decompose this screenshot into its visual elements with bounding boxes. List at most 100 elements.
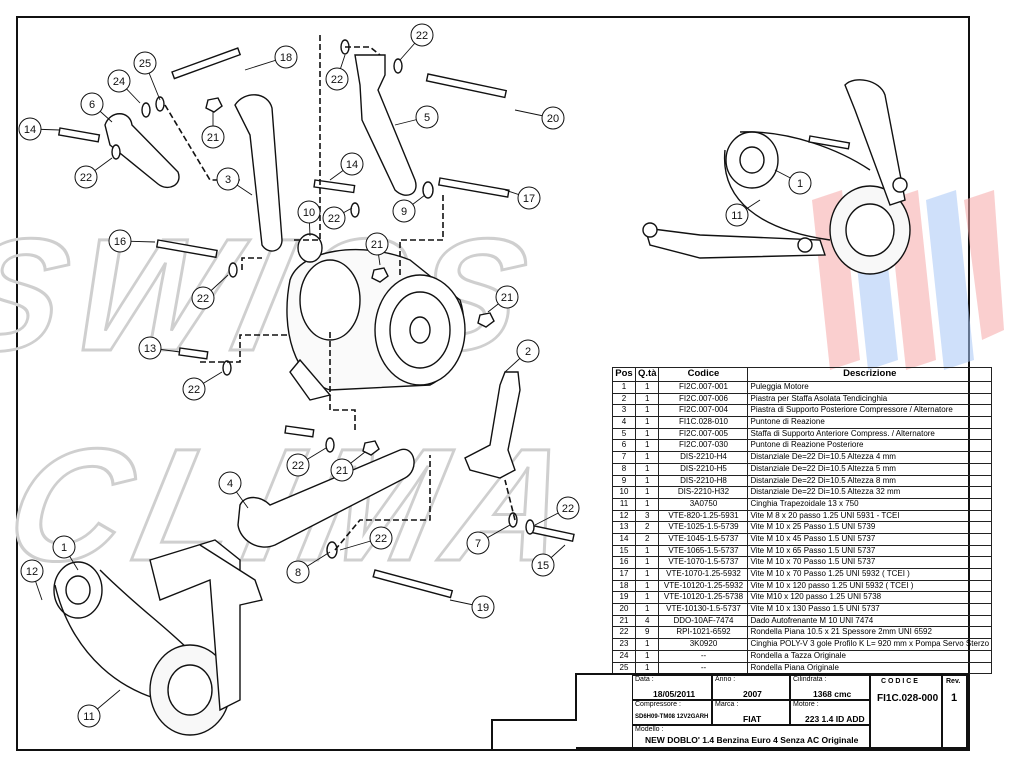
callout-number: 20 [547,113,559,125]
parts-cell-qt: 1 [634,462,660,476]
parts-cell-cod: 3K0920 [658,638,749,651]
col-code: Codice [658,367,749,382]
callout-bubble [369,526,393,550]
parts-cell-des: Rondella a Tazza Originale [747,649,993,663]
callout-bubble [218,471,242,495]
callout-number: 22 [562,503,574,515]
callout-bubble [52,535,76,559]
parts-cell-cod: VTE-1025-1.5-5739 [658,521,749,534]
callout-bubble [410,23,434,47]
tb-codice-value: FI1C.028-000 [877,693,939,704]
callout-bubble [556,496,580,520]
frame-corner-line [491,673,577,750]
tb-cil-label: Cilindrata : [793,676,827,683]
parts-cell-cod: DDO-10AF-7474 [658,614,749,628]
tb-compressore: Compressore : SD6H09-TM08 12V2GARH [632,700,712,725]
callout-number: 22 [375,533,387,545]
parts-cell-pos: 17 [612,568,636,581]
reaction-strut [237,448,415,548]
callout-bubble [340,152,364,176]
callout-bubble [182,377,206,401]
rear-plate [234,94,283,252]
parts-cell-pos: 12 [612,509,636,523]
parts-cell-cod: VTE-1070-1.25-5932 [658,568,749,581]
callout-bubble [466,531,490,555]
callout-number: 10 [303,207,315,219]
tb-codice: C O D I C E FI1C.028-000 [870,675,942,749]
callout-number: 1 [61,542,67,554]
parts-cell-pos: 4 [612,416,636,429]
callout-number: 6 [89,99,95,111]
parts-cell-des: Rondella Piana Originale [747,661,993,675]
parts-cell-cod: FI2C.007-005 [658,427,749,441]
callout-bubble [495,285,519,309]
tb-modello-value: NEW DOBLO' 1.4 Benzina Euro 4 Senza AC O… [645,735,859,745]
parts-cell-des: Piastra di Supporto Posteriore Compresso… [747,404,993,418]
parts-cell-des: Vite M 10 x 65 Passo 1.5 UNI 5737 [747,544,993,558]
parts-cell-qt: 1 [634,568,660,581]
parts-cell-des: Vite M 10 x 70 Passo 1.5 UNI 5737 [747,556,993,569]
callout-bubble [415,105,439,129]
tb-motore: Motore : 223 1.4 ID ADD [790,700,870,725]
parts-cell-cod: FI1C.028-010 [658,416,749,429]
parts-cell-pos: 23 [612,638,636,651]
callout-bubble [516,339,540,363]
parts-cell-cod: -- [658,649,749,663]
assembled-view-left [53,539,263,736]
tb-marca-value: FIAT [743,714,762,724]
parts-cell-qt: 1 [634,649,660,663]
col-description: Descrizione [747,367,993,382]
callout-bubble [77,704,101,728]
callout-bubble [20,559,44,583]
parts-cell-cod: VTE-10130-1.5-5737 [658,603,749,616]
parts-cell-qt: 1 [634,416,660,429]
parts-cell-qt: 1 [634,591,660,605]
parts-cell-pos: 14 [612,532,636,546]
parts-cell-des: Vite M 10 x 45 Passo 1.5 UNI 5737 [747,532,993,546]
parts-cell-des: Cinghia POLY-V 3 gole Profilo K L= 920 m… [747,638,993,651]
parts-cell-cod: VTE-1070-1.5-5737 [658,556,749,569]
tb-rev-value: 1 [951,692,958,704]
parts-cell-des: Vite M 10 x 25 Passo 1.5 UNI 5739 [747,521,993,534]
tb-data: Data : 18/05/2011 [632,675,712,700]
washers [111,39,535,559]
parts-cell-qt: 1 [634,392,660,406]
callout-bubble [107,69,131,93]
rear-strut [104,113,180,189]
callout-number: 21 [207,132,219,144]
parts-cell-pos: 2 [612,392,636,406]
parts-cell-des: Puleggia Motore [747,381,993,394]
callout-bubble [138,336,162,360]
callout-bubble [531,553,555,577]
parts-cell-qt: 1 [634,404,660,418]
callout-number: 5 [424,112,430,124]
parts-cell-cod: 3A0750 [658,497,749,511]
parts-cell-cod: VTE-1065-1.5-5737 [658,544,749,558]
spacer-10 [297,233,323,263]
callout-number: 2 [525,346,531,358]
parts-cell-des: Distanziale De=22 Di=10.5 Altezza 32 mm [747,486,993,499]
parts-table-header: Pos Q.tà Codice Descrizione [612,367,993,382]
parts-cell-qt: 1 [634,497,660,511]
callout-number: 12 [26,566,38,578]
parts-cell-qt: 1 [634,381,660,394]
callout-number: 19 [477,602,489,614]
parts-cell-cod: RPI-1021-6592 [658,626,749,640]
callout-number: 21 [501,292,513,304]
callout-number: 14 [24,124,36,136]
front-bracket [354,54,417,196]
parts-cell-pos: 3 [612,404,636,418]
